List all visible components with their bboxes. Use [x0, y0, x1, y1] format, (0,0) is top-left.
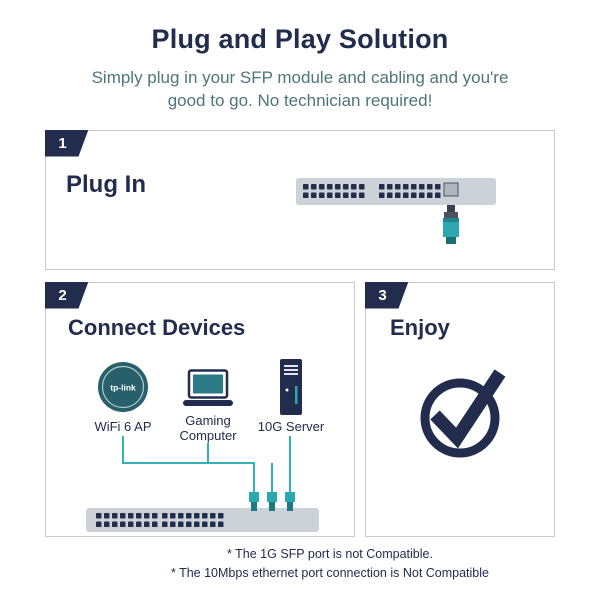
switch-body [86, 508, 319, 532]
network-connections-illustration [86, 436, 319, 532]
server-tower-icon [280, 359, 302, 415]
device-label-gaming-computer: Gaming Computer [179, 413, 237, 443]
page-subtitle: Simply plug in your SFP module and cabli… [70, 66, 530, 112]
gaming-computer-icon [183, 369, 233, 406]
step-1-panel: 1 Plug In [45, 130, 555, 270]
subtitle-line-2: good to go. No technician required! [167, 91, 433, 110]
step-3-title: Enjoy [390, 315, 450, 340]
step-2-title: Connect Devices [68, 315, 246, 340]
cable-plugs [249, 492, 295, 511]
footnote-2: * The 10Mbps ethernet port connection is… [170, 566, 489, 580]
wifi6-ap-icon: tp-link [98, 362, 148, 412]
footnotes: * The 1G SFP port is not Compatible. * T… [90, 545, 570, 583]
footnote-1: * The 1G SFP port is not Compatible. [227, 547, 433, 561]
page-title: Plug and Play Solution [151, 24, 449, 54]
step-1-badge: 1 [45, 130, 89, 157]
checkmark-icon [420, 369, 506, 458]
sfp-module-icon [443, 205, 459, 244]
step-2-panel: 2 Connect Devices [45, 282, 355, 537]
sfp-cage [443, 182, 459, 197]
switch-body [296, 178, 496, 205]
device-label-wifi6-ap: WiFi 6 AP [94, 419, 152, 434]
subtitle-line-1: Simply plug in your SFP module and cabli… [91, 68, 509, 87]
tp-link-logo-text: tp-link [110, 383, 136, 393]
step-3-panel: 3 Enjoy [365, 282, 555, 537]
step-1-title: Plug In [66, 171, 146, 198]
device-label-10g-server: 10G Server [257, 419, 325, 434]
step-3-badge: 3 [365, 282, 409, 309]
switch-and-sfp-illustration [296, 178, 496, 244]
network-cables [122, 436, 291, 495]
